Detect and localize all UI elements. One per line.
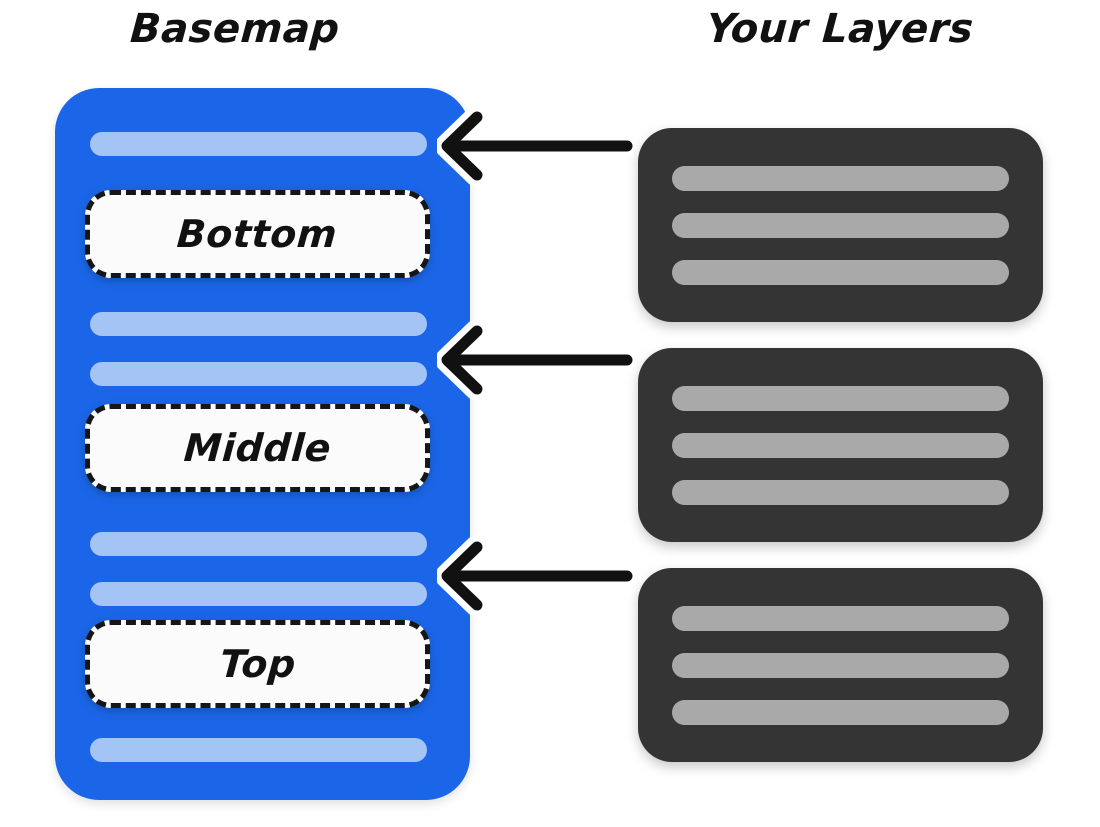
slot-label: Top	[218, 642, 297, 686]
basemap-strip	[90, 312, 427, 336]
basemap-slot-top[interactable]: Top	[85, 620, 430, 708]
layer-bar	[672, 699, 1009, 725]
layer-bar	[672, 479, 1009, 505]
layer-bar	[672, 165, 1009, 191]
user-layer-card-3[interactable]	[638, 568, 1043, 762]
layer-bar	[672, 259, 1009, 285]
slot-label: Middle	[182, 426, 333, 470]
basemap-panel: Bottom Middle Top	[55, 88, 470, 800]
user-layer-card-2[interactable]	[638, 348, 1043, 542]
layer-bar	[672, 212, 1009, 238]
basemap-strip	[90, 582, 427, 606]
basemap-strip	[90, 132, 427, 156]
layer-bar	[672, 432, 1009, 458]
layer-bar	[672, 605, 1009, 631]
user-layer-card-1[interactable]	[638, 128, 1043, 322]
basemap-slot-middle[interactable]: Middle	[85, 404, 430, 492]
layer-bar	[672, 652, 1009, 678]
basemap-strip	[90, 362, 427, 386]
slot-label: Bottom	[175, 212, 340, 256]
layer-bar	[672, 385, 1009, 411]
column-heading-your-layers: Your Layers	[704, 6, 976, 52]
column-heading-basemap: Basemap	[128, 6, 342, 52]
basemap-strip	[90, 738, 427, 762]
basemap-strip	[90, 532, 427, 556]
basemap-slot-bottom[interactable]: Bottom	[85, 190, 430, 278]
